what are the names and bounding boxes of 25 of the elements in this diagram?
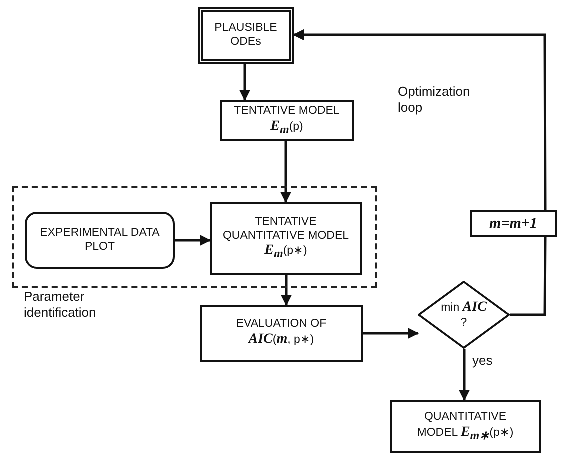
arrow xyxy=(363,328,420,340)
node-text: min AIC ? xyxy=(440,300,488,330)
process-box xyxy=(210,202,362,275)
arrow xyxy=(458,349,470,402)
arrow xyxy=(292,29,547,210)
arrow xyxy=(239,64,251,102)
node-text: PLAUSIBLE ODEs xyxy=(214,22,278,50)
process-box xyxy=(390,400,541,453)
process-box xyxy=(470,210,557,237)
arrow xyxy=(280,275,292,306)
node-text: EVALUATION OF AIC(m, p∗) xyxy=(235,318,328,349)
node-text: EXPERIMENTAL DATA PLOT xyxy=(40,226,160,254)
process-box xyxy=(220,100,354,141)
arrow xyxy=(280,141,292,204)
node-text: TENTATIVE QUANTITATIVE MODEL E$_{m}$(p∗) xyxy=(222,216,350,262)
node-text: m=m+1 xyxy=(490,214,538,232)
process-box xyxy=(200,305,363,362)
node-text: QUANTITATIVE MODEL E$_{m∗}$(p∗) xyxy=(416,410,515,442)
arrow xyxy=(175,234,212,246)
node-text: TENTATIVE MODEL E$_{m}$(p) xyxy=(233,104,341,136)
group-label: Parameter identification xyxy=(24,289,98,320)
process-box xyxy=(198,7,294,64)
rounded-box xyxy=(25,212,175,269)
decision-diamond xyxy=(418,281,510,349)
annotation-text: Optimization loop xyxy=(398,84,472,116)
